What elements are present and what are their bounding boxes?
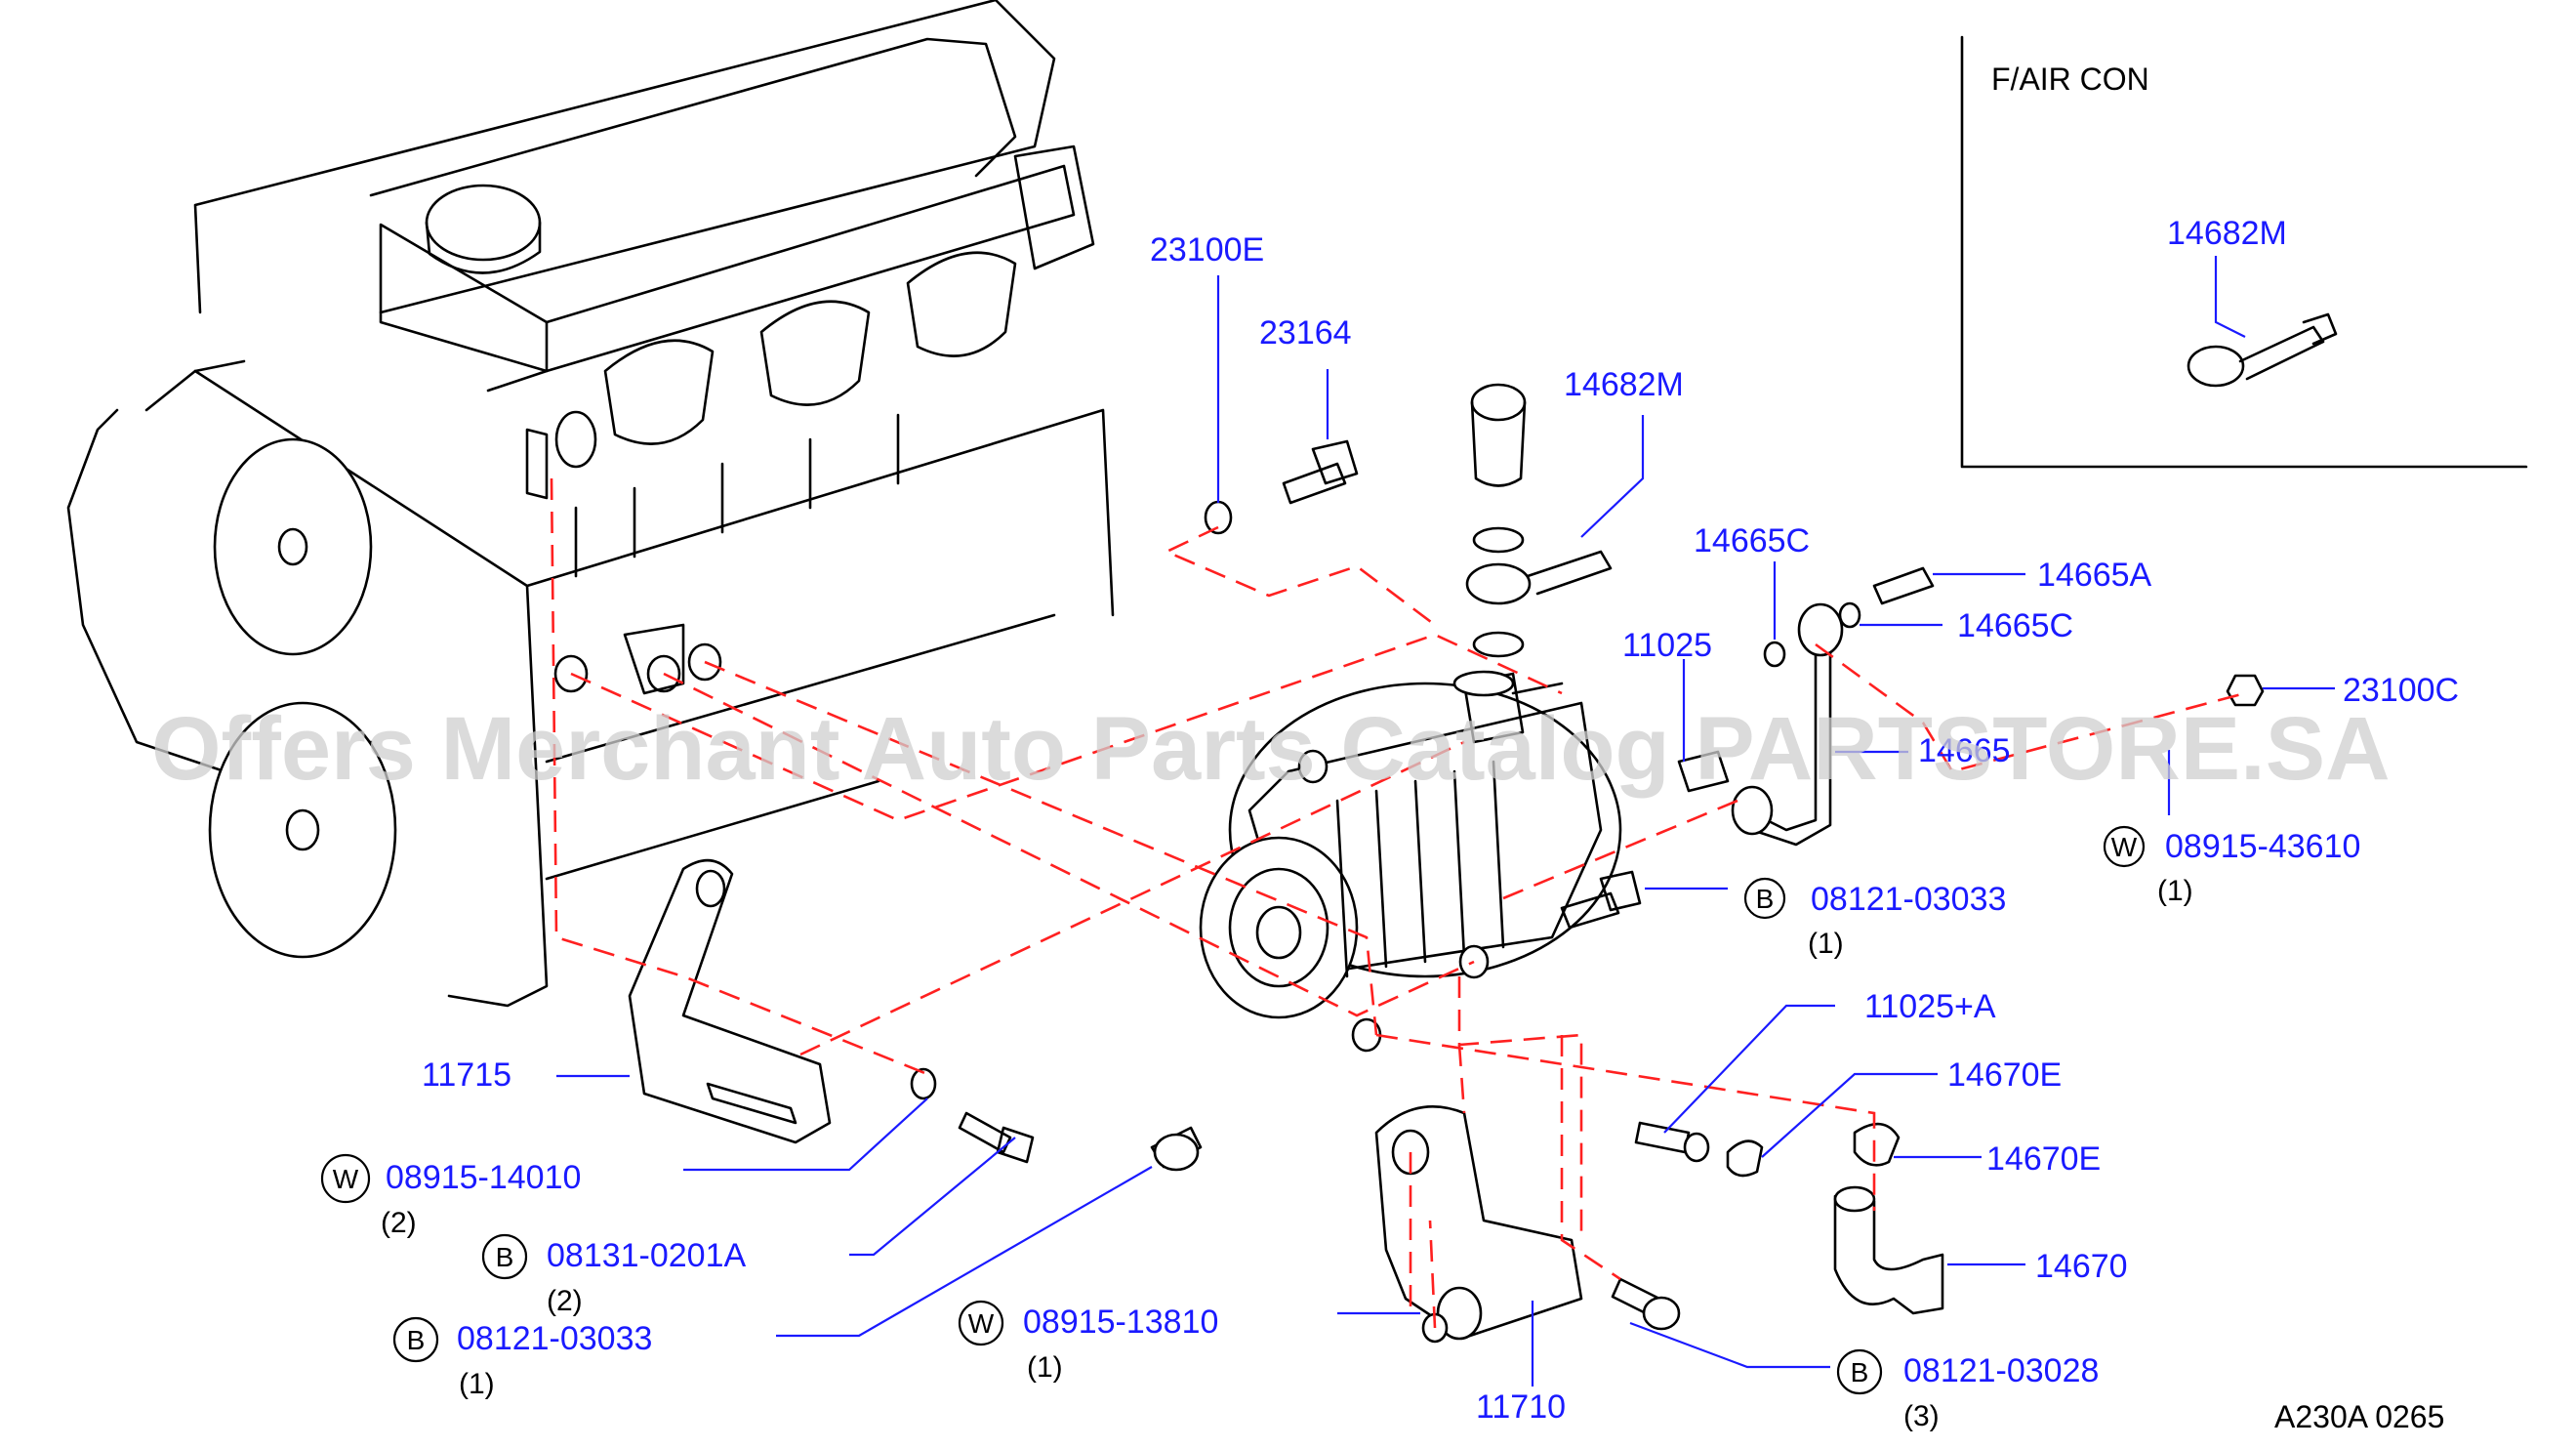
bolt-symbol: B: [496, 1242, 514, 1272]
phantom-lines: [550, 477, 2246, 1329]
quantity: (1): [459, 1368, 495, 1400]
fastener-callout-08131-0201A: B 08131-0201A (2): [481, 1233, 747, 1317]
label-14670E-2: 14670E: [1986, 1140, 2101, 1178]
quantity: (1): [2157, 875, 2193, 907]
label-14665A: 14665A: [2037, 557, 2152, 594]
alternator: [1199, 670, 1622, 1053]
part-number: 08131-0201A: [547, 1237, 747, 1274]
fastener-callout-08121-03028: B 08121-03028 (3): [1836, 1348, 2099, 1432]
label-14670E-1: 14670E: [1947, 1056, 2062, 1094]
bolt-symbol: B: [407, 1325, 426, 1355]
label-14665C-right: 14665C: [1957, 607, 2073, 644]
inset-part-label: 14682M: [2167, 215, 2287, 252]
part-number: 08915-43610: [2165, 828, 2360, 865]
label-14670: 14670: [2035, 1248, 2128, 1285]
fastener-callout-08915-14010: W 08915-14010 (2): [320, 1153, 581, 1239]
label-23100C: 23100C: [2343, 672, 2459, 709]
inset-panel: F/AIR CON 14682M: [1960, 35, 2528, 469]
diagram-reference-code: A230A 0265: [2274, 1399, 2444, 1434]
bolt-symbol: B: [1851, 1357, 1869, 1387]
part-number: 08121-03033: [1811, 881, 2006, 918]
bolt-symbol: B: [1756, 884, 1775, 914]
part-number: 08915-14010: [386, 1159, 581, 1196]
fastener-callout-08121-03033-right: B 08121-03033 (1): [1743, 877, 2006, 960]
quantity: (2): [547, 1285, 583, 1317]
part-number: 08121-03033: [457, 1320, 652, 1357]
label-11710: 11710: [1476, 1388, 1566, 1426]
fastener-callout-08915-43610: W 08915-43610 (1): [2103, 825, 2360, 907]
label-11025: 11025: [1622, 627, 1712, 664]
quantity: (3): [1903, 1400, 1940, 1432]
label-14665C-top: 14665C: [1694, 522, 1810, 559]
part-labels: 23100E 23164 14682M 14665C 14665A 14665C…: [422, 231, 2459, 1426]
part-number: 08915-13810: [1023, 1304, 1218, 1341]
label-23100E: 23100E: [1150, 231, 1264, 269]
washer-symbol: W: [333, 1164, 359, 1194]
label-23164: 23164: [1259, 314, 1352, 352]
inset-title: F/AIR CON: [1991, 62, 2149, 97]
washer-symbol: W: [2111, 832, 2138, 862]
quantity: (2): [381, 1207, 417, 1239]
washer-symbol: W: [968, 1308, 995, 1339]
label-11025A: 11025+A: [1864, 988, 1996, 1025]
label-11715: 11715: [422, 1056, 511, 1094]
label-14682M: 14682M: [1564, 366, 1684, 403]
parts-line-art: [628, 383, 2265, 1344]
inset-banjo-fitting: [2187, 312, 2338, 388]
quantity: (1): [1027, 1351, 1063, 1384]
engine-block: [66, 0, 1115, 1008]
part-number: 08121-03028: [1903, 1352, 2099, 1389]
fastener-callout-08121-03033-left: B 08121-03033 (1): [392, 1316, 652, 1400]
leader-lines: [556, 275, 2335, 1387]
watermark: Offers Merchant Auto Parts Catalog PARTS…: [151, 699, 2391, 799]
fastener-callout-08915-13810: W 08915-13810 (1): [958, 1300, 1218, 1384]
quantity: (1): [1808, 928, 1844, 960]
label-14665: 14665: [1918, 732, 2011, 769]
